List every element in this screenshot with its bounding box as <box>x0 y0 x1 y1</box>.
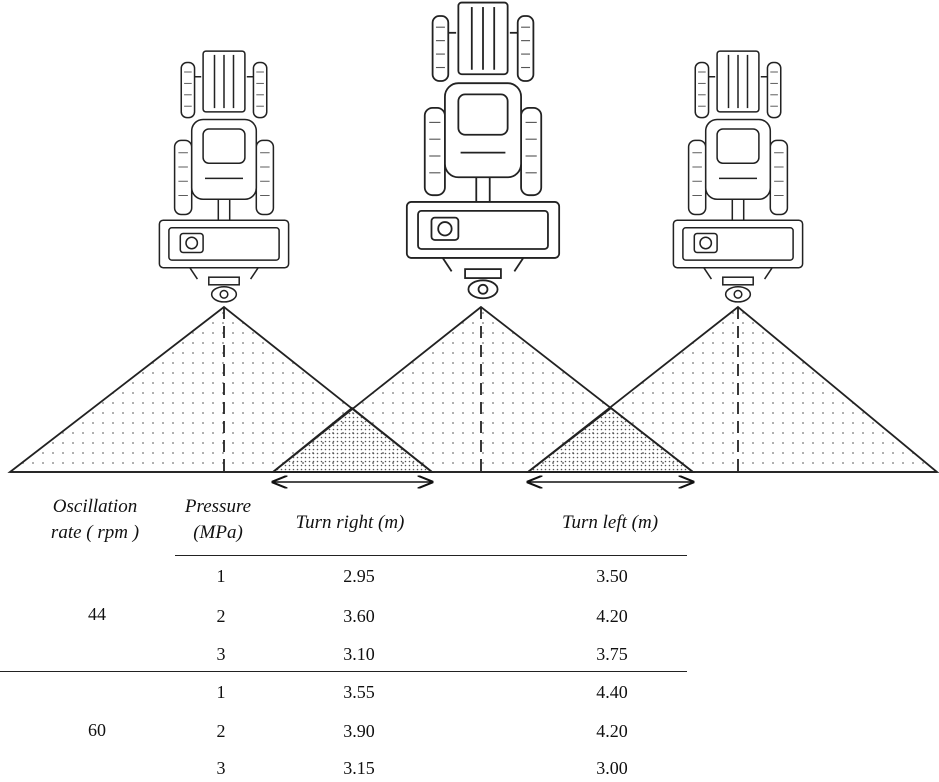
table-cell-turn-left: 3.00 <box>596 758 628 778</box>
table-cell-turn-left: 3.75 <box>596 644 628 664</box>
tractor-center <box>405 1 561 300</box>
header-oscillation-line2: rate ( rpm ) <box>50 522 140 543</box>
table-cell-turn-right: 3.90 <box>343 721 375 741</box>
table-cell-pressure: 3 <box>216 758 226 778</box>
spread-overlap-diagram <box>7 1 939 500</box>
table-cell-turn-right: 3.60 <box>343 606 375 626</box>
header-turn-left: Turn left (m) <box>561 512 659 533</box>
group-oscillation-rate: 44 <box>88 604 106 624</box>
table-cell-turn-right: 2.95 <box>343 566 375 586</box>
table-cell-turn-right: 3.55 <box>343 682 375 702</box>
header-pressure-line2: (MPa) <box>193 522 243 543</box>
table-cell-pressure: 3 <box>216 644 226 664</box>
table-cell-turn-right: 3.15 <box>343 758 375 778</box>
header-turn-right: Turn right (m) <box>295 512 405 533</box>
table-cell-turn-left: 4.20 <box>596 606 628 626</box>
table-cell-pressure: 1 <box>216 682 226 702</box>
table-cell-pressure: 2 <box>216 606 226 626</box>
table-header-rule <box>175 555 687 556</box>
table-cell-turn-left: 4.40 <box>596 682 628 702</box>
table-cell-turn-right: 3.10 <box>343 644 375 664</box>
table-cell-turn-left: 3.50 <box>596 566 628 586</box>
tractor-left <box>158 50 290 303</box>
table-group-rule <box>0 671 687 672</box>
group-oscillation-rate: 60 <box>88 720 106 740</box>
tractor-right <box>672 50 804 303</box>
table-cell-pressure: 2 <box>216 721 226 741</box>
table-cell-pressure: 1 <box>216 566 226 586</box>
table-cell-turn-left: 4.20 <box>596 721 628 741</box>
